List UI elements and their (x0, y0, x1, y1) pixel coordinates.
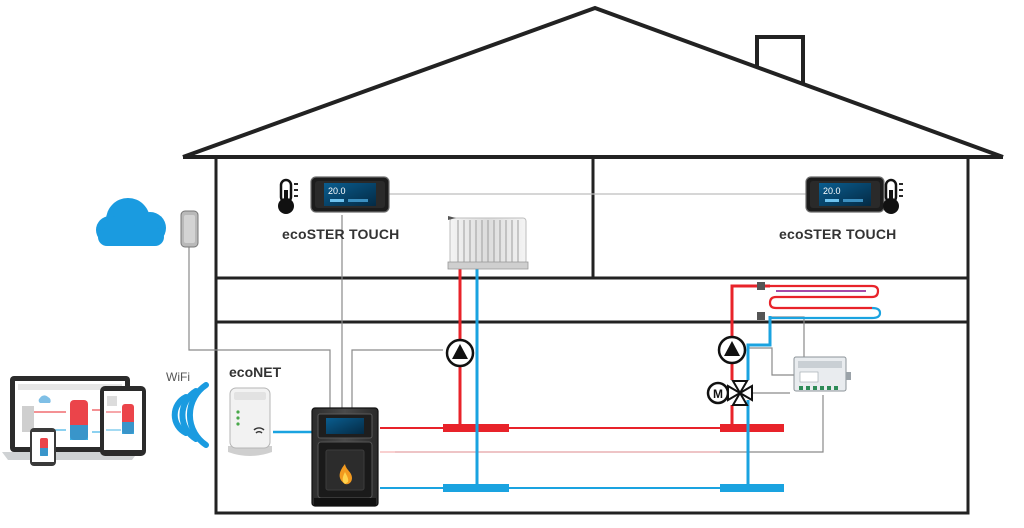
basement-frame (214, 320, 970, 515)
pellet-boiler (311, 407, 379, 507)
chimney (755, 35, 805, 85)
ufh-loop-return (770, 306, 882, 320)
thermostat-panel-right (805, 176, 885, 213)
thermostat-right-reading: 20.0 (823, 186, 841, 196)
ufh-loop-hot (768, 284, 880, 310)
thermostat-panel-left (310, 176, 390, 213)
cold-riser-ufh-upper (746, 316, 772, 380)
valve-motor-letter: M (713, 387, 723, 401)
ufh-manifold-valve-top (757, 282, 765, 290)
wifi-signal-icon (171, 382, 209, 448)
pump2-control-wire (748, 347, 797, 376)
cloud-icon (96, 198, 166, 246)
econet-module-wire (188, 240, 331, 415)
thermostat-right-label: ecoSTER TOUCH (779, 226, 897, 242)
client-devices (2, 376, 146, 466)
house-outline (182, 5, 1004, 515)
mixing-valve-motor-icon (706, 380, 753, 406)
thermostat-left-reading: 20.0 (328, 186, 346, 196)
roof (182, 5, 1004, 159)
econet-module (228, 387, 272, 456)
underfloor-heating-loop (757, 282, 882, 320)
phone (30, 428, 56, 466)
internet-gateway (180, 210, 199, 248)
econet-label: ecoNET (229, 364, 282, 380)
thermometer-icon (883, 178, 903, 214)
middle-floor-frame (214, 276, 970, 324)
circulation-pump-radiator (445, 338, 475, 368)
ufh-controller-module (793, 356, 851, 392)
radiator (447, 216, 529, 270)
thermostat-left-label: ecoSTER TOUCH (282, 226, 400, 242)
ufh-manifold-valve-bottom (757, 312, 765, 320)
cold-pipes (273, 268, 784, 492)
pump1-control-wire (351, 349, 443, 415)
tablet (100, 386, 146, 456)
circulation-pump-underfloor (717, 335, 747, 365)
thermometer-icon (278, 178, 298, 214)
wifi-label: WiFi (166, 370, 190, 384)
